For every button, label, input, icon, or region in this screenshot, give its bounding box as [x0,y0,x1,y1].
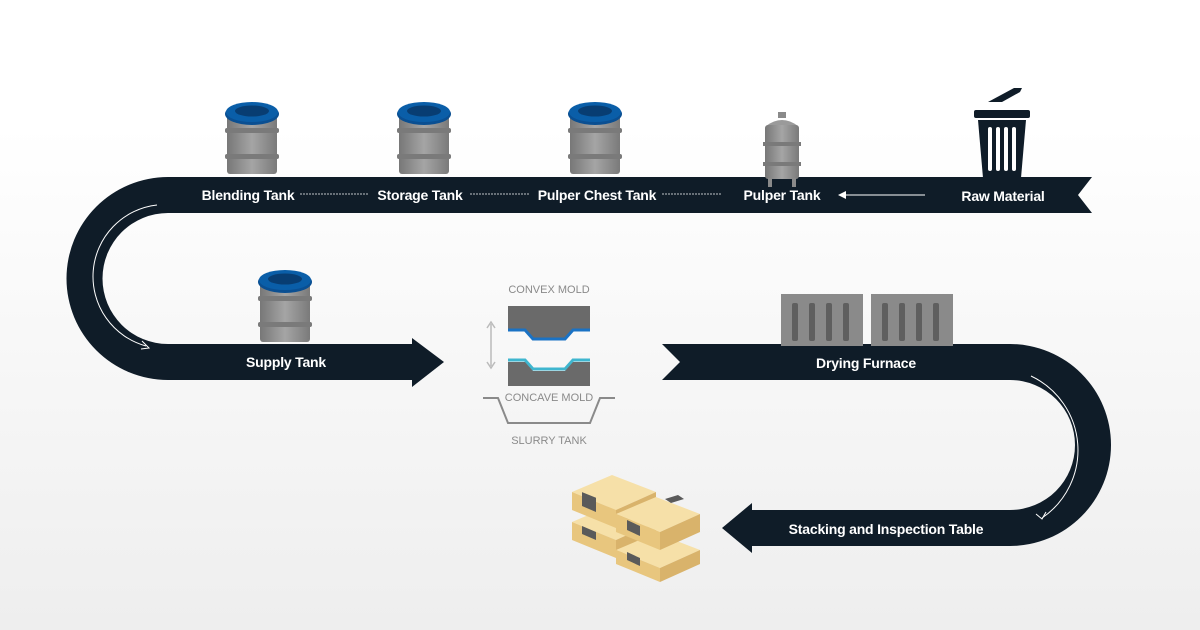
drum-tank-icon [258,270,312,342]
arrow-icon [92,204,158,347]
conveyor-loop-right [1010,344,1111,546]
drum-tank-icon [225,102,279,174]
drum-tank-icon [568,102,622,174]
arrow-icon [1035,511,1047,520]
label-concave-mold: CONCAVE MOLD [504,392,594,404]
furnace-panel-icon [871,294,953,346]
pulper-tank-icon [763,112,801,187]
label-pulper-tank: Pulper Tank [743,187,821,203]
label-blending-tank: Blending Tank [201,187,295,203]
conveyor-band-bottom [722,503,1010,553]
box-stack-icon [572,475,700,582]
conveyor-band-middle-right [662,344,1010,380]
label-stacking-table: Stacking and Inspection Table [788,521,984,537]
arrow-icon [1030,375,1079,519]
conveyor-loop-left [66,177,168,380]
furnace-panel-icon [781,294,863,346]
label-drying-furnace: Drying Furnace [816,355,916,371]
arrow-icon [140,340,151,350]
arrow-icon [838,191,846,199]
label-raw-material: Raw Material [961,188,1045,204]
trash-can-icon [974,88,1030,178]
conveyor-band-top [168,177,1092,213]
label-supply-tank: Supply Tank [246,354,326,370]
label-pulper-chest-tank: Pulper Chest Tank [537,187,657,203]
label-storage-tank: Storage Tank [377,187,463,203]
label-slurry-tank: SLURRY TANK [511,435,587,447]
conveyor-band-middle-left [168,338,444,387]
mold-press-icon [483,306,615,424]
drum-tank-icon [397,102,451,174]
label-convex-mold: CONVEX MOLD [508,284,590,296]
